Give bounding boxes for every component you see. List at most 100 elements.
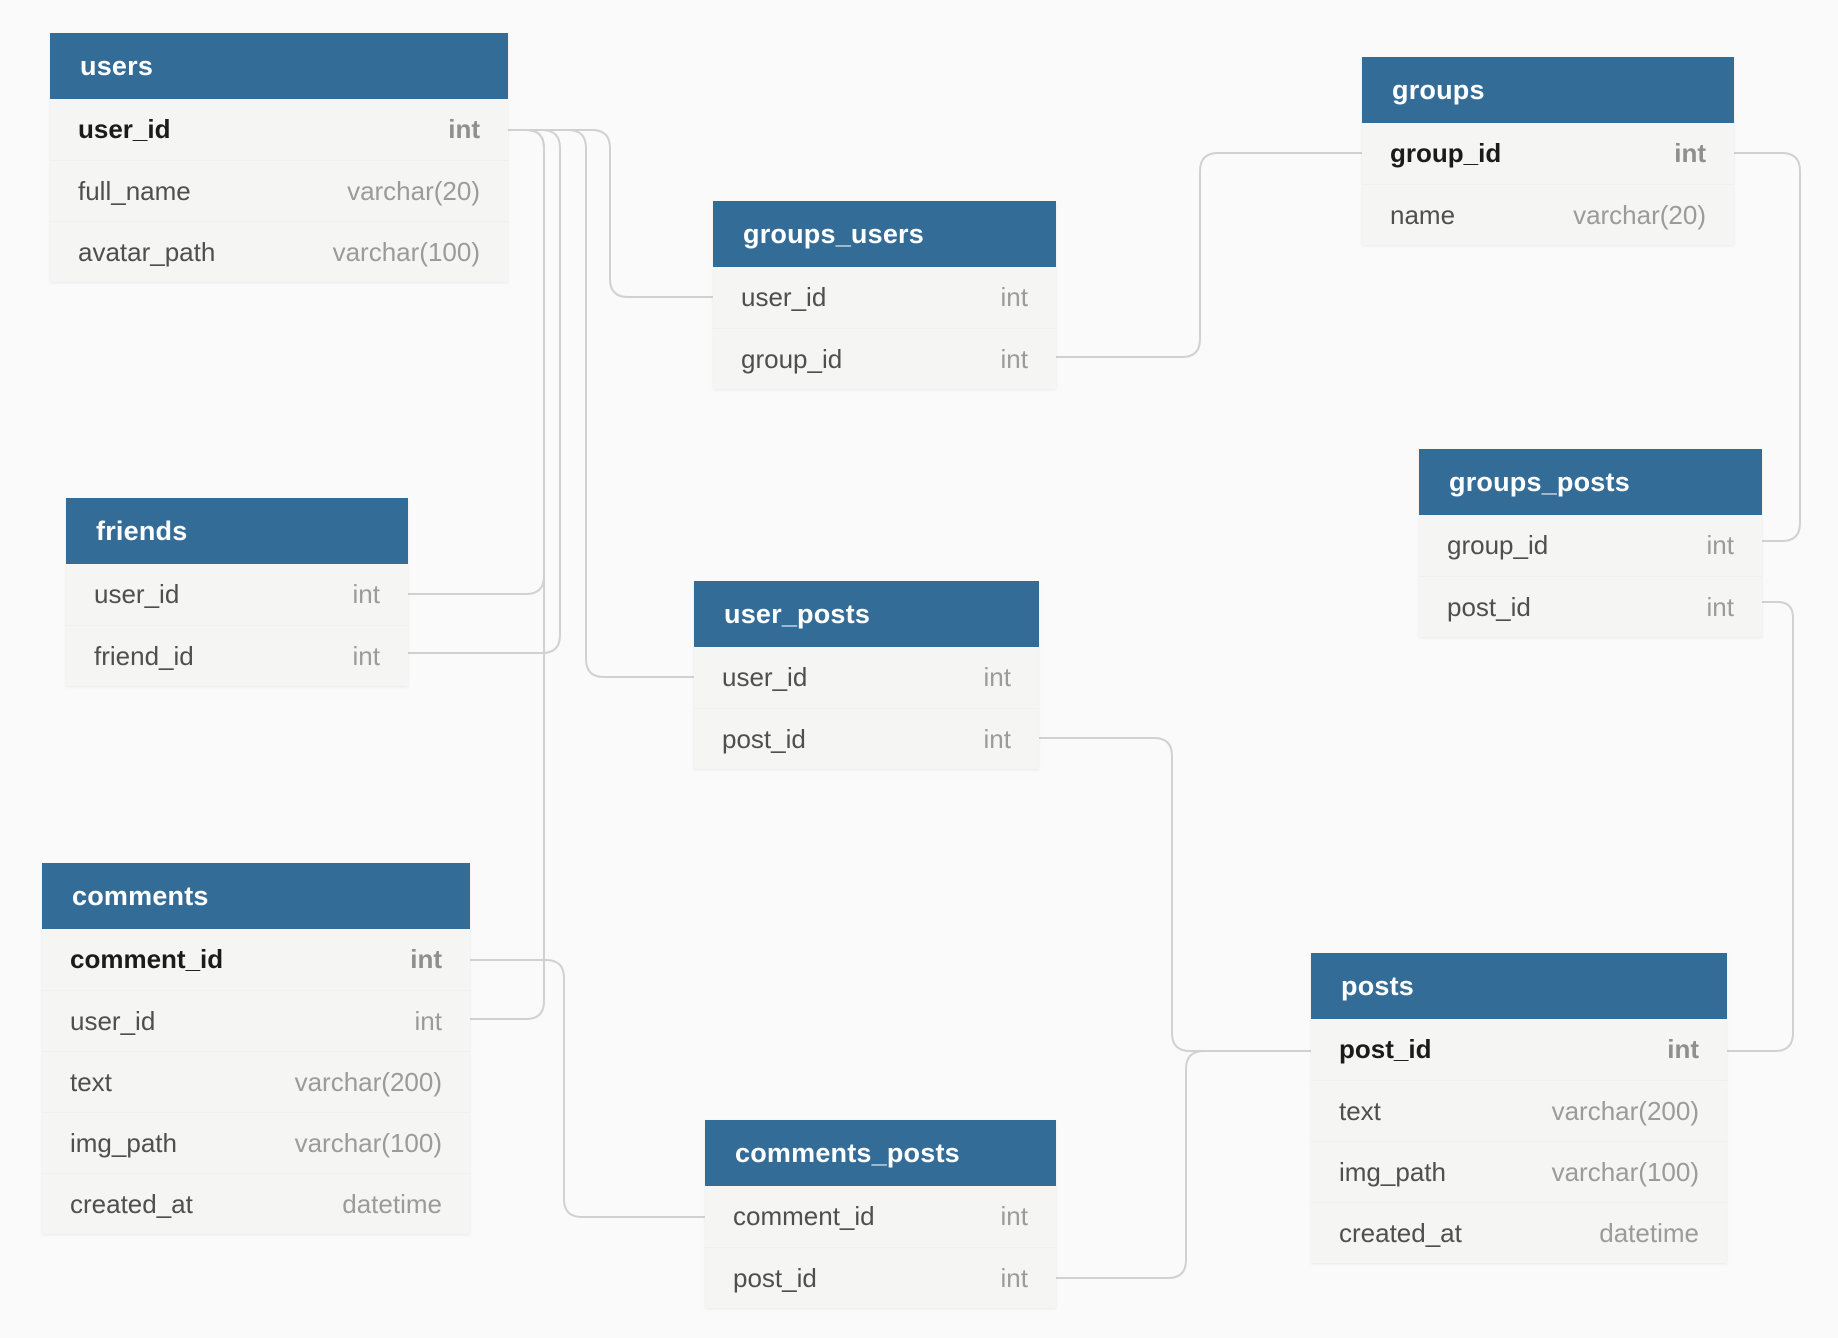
field-name: group_id: [1390, 138, 1502, 168]
field-name: comment_id: [70, 944, 224, 974]
field-name: user_id: [94, 579, 180, 609]
field-name: text: [70, 1067, 112, 1097]
field-type: varchar(100): [1551, 1157, 1699, 1187]
field-type: int: [1706, 530, 1734, 560]
field-name: group_id: [741, 344, 843, 374]
field-type: int: [410, 944, 442, 974]
field-type: int: [414, 1006, 442, 1036]
field-row-friends-user_id: user_id int: [66, 564, 408, 625]
table-title-groups: groups: [1362, 57, 1734, 123]
field-type: int: [1674, 138, 1706, 168]
field-row-groups-group_id: group_id int: [1362, 123, 1734, 184]
table-body-groups: group_id int name varchar(20): [1362, 123, 1734, 245]
field-row-comments-text: text varchar(200): [42, 1051, 470, 1112]
field-name: created_at: [1339, 1218, 1462, 1248]
field-type: varchar(200): [1551, 1096, 1699, 1126]
field-type: varchar(200): [294, 1067, 442, 1097]
field-row-comments-comment_id: comment_id int: [42, 929, 470, 990]
relationship-groups_posts.post_id-to-posts.post_id: [1727, 601, 1794, 1052]
field-name: user_id: [78, 114, 171, 144]
field-type: int: [983, 724, 1011, 754]
field-row-users-full_name: full_name varchar(20): [50, 160, 508, 221]
field-name: text: [1339, 1096, 1381, 1126]
entity-table-users[interactable]: users user_id int full_name varchar(20) avata…: [50, 33, 508, 282]
field-row-comments-user_id: user_id int: [42, 990, 470, 1051]
field-type: int: [448, 114, 480, 144]
table-title-groups_users: groups_users: [713, 201, 1056, 267]
field-type: int: [1000, 1201, 1028, 1231]
entity-table-posts[interactable]: posts post_id int text varchar(200) img_path v…: [1311, 953, 1727, 1263]
field-type: int: [983, 662, 1011, 692]
field-name: post_id: [722, 724, 806, 754]
table-title-friends: friends: [66, 498, 408, 564]
field-type: int: [1000, 344, 1028, 374]
field-row-groups_users-group_id: group_id int: [713, 328, 1056, 389]
field-name: user_id: [70, 1006, 156, 1036]
table-title-groups_posts: groups_posts: [1419, 449, 1762, 515]
field-type: datetime: [342, 1189, 442, 1219]
field-type: varchar(100): [294, 1128, 442, 1158]
field-row-posts-text: text varchar(200): [1311, 1080, 1727, 1141]
field-row-groups-name: name varchar(20): [1362, 184, 1734, 245]
relationship-user_posts.post_id-to-posts.post_id: [1039, 737, 1311, 1052]
table-body-posts: post_id int text varchar(200) img_path varcha…: [1311, 1019, 1727, 1263]
field-name: avatar_path: [78, 237, 216, 267]
field-type: int: [1000, 1263, 1028, 1293]
field-type: int: [1667, 1034, 1699, 1064]
field-row-users-user_id: user_id int: [50, 99, 508, 160]
field-name: user_id: [741, 282, 827, 312]
field-name: full_name: [78, 176, 191, 206]
field-type: int: [1000, 282, 1028, 312]
field-name: img_path: [70, 1128, 177, 1158]
table-title-user_posts: user_posts: [694, 581, 1039, 647]
field-row-comments-img_path: img_path varchar(100): [42, 1112, 470, 1173]
entity-table-groups[interactable]: groups group_id int name varchar(20): [1362, 57, 1734, 245]
table-title-comments_posts: comments_posts: [705, 1120, 1056, 1186]
field-name: friend_id: [94, 641, 194, 671]
field-name: post_id: [1447, 592, 1531, 622]
relationship-groups.group_id-to-groups_posts.group_id: [1734, 152, 1801, 542]
field-row-user_posts-user_id: user_id int: [694, 647, 1039, 708]
field-name: group_id: [1447, 530, 1549, 560]
table-title-posts: posts: [1311, 953, 1727, 1019]
field-row-friends-friend_id: friend_id int: [66, 625, 408, 686]
field-type: int: [352, 641, 380, 671]
field-name: comment_id: [733, 1201, 875, 1231]
relationship-comments_posts.post_id-to-posts.post_id: [1056, 1050, 1311, 1279]
field-type: int: [352, 579, 380, 609]
field-name: name: [1390, 200, 1456, 230]
field-row-posts-post_id: post_id int: [1311, 1019, 1727, 1080]
relationship-users.user_id-to-groups_users.user_id: [508, 129, 713, 298]
field-row-groups_users-user_id: user_id int: [713, 267, 1056, 328]
table-title-users: users: [50, 33, 508, 99]
field-type: datetime: [1599, 1218, 1699, 1248]
field-type: varchar(20): [1573, 200, 1706, 230]
field-name: post_id: [1339, 1034, 1432, 1064]
field-type: varchar(20): [347, 176, 480, 206]
relationship-users.user_id-to-comments.user_id: [470, 129, 545, 1020]
field-name: img_path: [1339, 1157, 1446, 1187]
relationship-groups_users.group_id-to-groups.group_id: [1056, 152, 1362, 358]
relationship-users.user_id-to-user_posts.user_id: [508, 129, 694, 678]
field-row-comments_posts-comment_id: comment_id int: [705, 1186, 1056, 1247]
field-name: created_at: [70, 1189, 193, 1219]
field-name: user_id: [722, 662, 808, 692]
field-type: int: [1706, 592, 1734, 622]
table-title-comments: comments: [42, 863, 470, 929]
field-row-posts-created_at: created_at datetime: [1311, 1202, 1727, 1263]
